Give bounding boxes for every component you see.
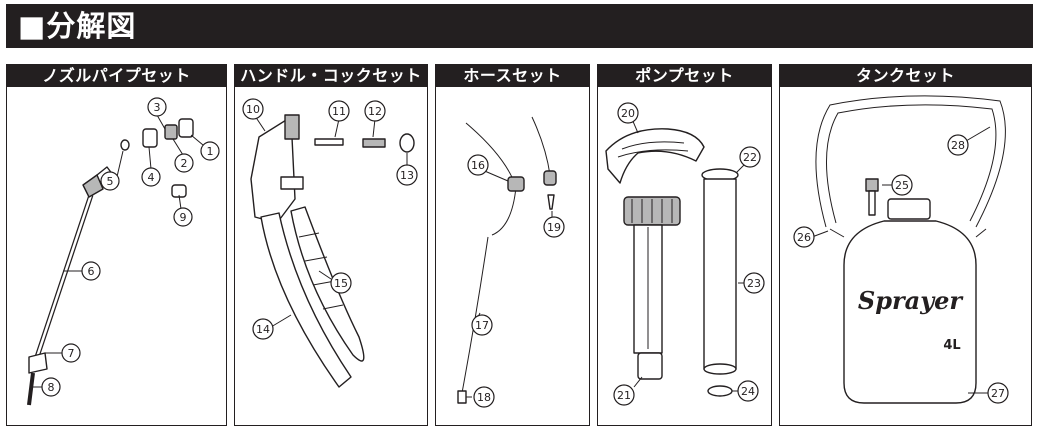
callout-9: 9 [173, 207, 193, 227]
svg-text:17: 17 [475, 319, 489, 332]
svg-text:16: 16 [471, 159, 485, 172]
callout-15: 15 [330, 272, 352, 294]
svg-text:28: 28 [951, 139, 965, 152]
panel-handle-cock-set: ハンドル・コックセット 10 11 12 13 15 14 [234, 64, 428, 426]
panel-pump-set: ポンプセット 20 22 23 21 24 [597, 64, 772, 426]
callout-13: 13 [396, 164, 418, 186]
svg-text:11: 11 [332, 105, 346, 118]
callout-3: 3 [147, 97, 167, 117]
svg-text:9: 9 [180, 211, 187, 224]
panel-title: ホースセット [436, 65, 589, 87]
callout-18: 18 [473, 386, 495, 408]
callout-20: 20 [617, 102, 639, 124]
callout-17: 17 [471, 314, 493, 336]
callout-21: 21 [613, 384, 635, 406]
svg-text:27: 27 [991, 387, 1005, 400]
svg-text:21: 21 [617, 389, 631, 402]
svg-text:12: 12 [368, 105, 382, 118]
callout-5: 5 [100, 171, 120, 191]
tank-diagram: Sprayer 4L 28 25 26 27 [793, 95, 1009, 404]
callout-12: 12 [364, 100, 386, 122]
callout-28: 28 [947, 134, 969, 156]
callout-26: 26 [793, 226, 815, 248]
svg-text:6: 6 [88, 265, 95, 278]
svg-text:13: 13 [400, 169, 414, 182]
panel-tank-set: タンクセット Sprayer 4L 28 25 26 27 [779, 64, 1032, 426]
tank-brand: Sprayer [858, 286, 965, 315]
svg-text:20: 20 [621, 107, 635, 120]
svg-text:2: 2 [181, 157, 188, 170]
svg-text:23: 23 [747, 277, 761, 290]
tank-capacity: 4L [943, 338, 960, 353]
callout-8: 8 [41, 377, 61, 397]
svg-text:26: 26 [797, 231, 811, 244]
callout-10: 10 [242, 98, 264, 120]
callout-4: 4 [141, 167, 161, 187]
hose-diagram: 16 17 18 19 [457, 116, 565, 408]
svg-text:4: 4 [148, 171, 155, 184]
callout-2: 2 [174, 153, 194, 173]
svg-text:1: 1 [207, 145, 214, 158]
svg-text:22: 22 [743, 151, 757, 164]
panel-title: ポンプセット [598, 65, 771, 87]
callout-6: 6 [81, 261, 101, 281]
svg-text:8: 8 [48, 381, 55, 394]
svg-text:10: 10 [246, 103, 260, 116]
svg-text:18: 18 [477, 391, 491, 404]
callout-22: 22 [739, 146, 761, 168]
panel-title: ハンドル・コックセット [235, 65, 427, 87]
panel-title: ノズルパイプセット [7, 65, 226, 87]
callout-11: 11 [328, 100, 350, 122]
title-bar: ■分解図 [6, 4, 1033, 48]
pump-diagram: 20 22 23 21 24 [605, 102, 765, 406]
callout-23: 23 [743, 272, 765, 294]
callout-27: 27 [987, 382, 1009, 404]
panel-title: タンクセット [780, 65, 1031, 87]
callout-7: 7 [61, 343, 81, 363]
callout-24: 24 [737, 380, 759, 402]
callout-1: 1 [200, 141, 220, 161]
svg-text:24: 24 [741, 385, 755, 398]
svg-text:7: 7 [68, 347, 75, 360]
svg-text:19: 19 [547, 221, 561, 234]
handle-cock-diagram: 10 11 12 13 15 14 [242, 98, 418, 388]
page-title: ■分解図 [18, 9, 137, 43]
callout-14: 14 [252, 318, 274, 340]
panel-nozzle-pipe-set: ノズルパイプセット 5 3 4 2 1 9 6 7 8 [6, 64, 227, 426]
svg-text:25: 25 [895, 179, 909, 192]
callout-25: 25 [891, 174, 913, 196]
callout-16: 16 [467, 154, 489, 176]
nozzle-pipe-diagram: 5 3 4 2 1 9 6 7 8 [27, 97, 220, 406]
svg-text:5: 5 [107, 175, 114, 188]
svg-text:3: 3 [154, 101, 161, 114]
svg-text:15: 15 [334, 277, 348, 290]
callout-19: 19 [543, 216, 565, 238]
panel-hose-set: ホースセット 16 17 18 19 [435, 64, 590, 426]
svg-text:14: 14 [256, 323, 270, 336]
